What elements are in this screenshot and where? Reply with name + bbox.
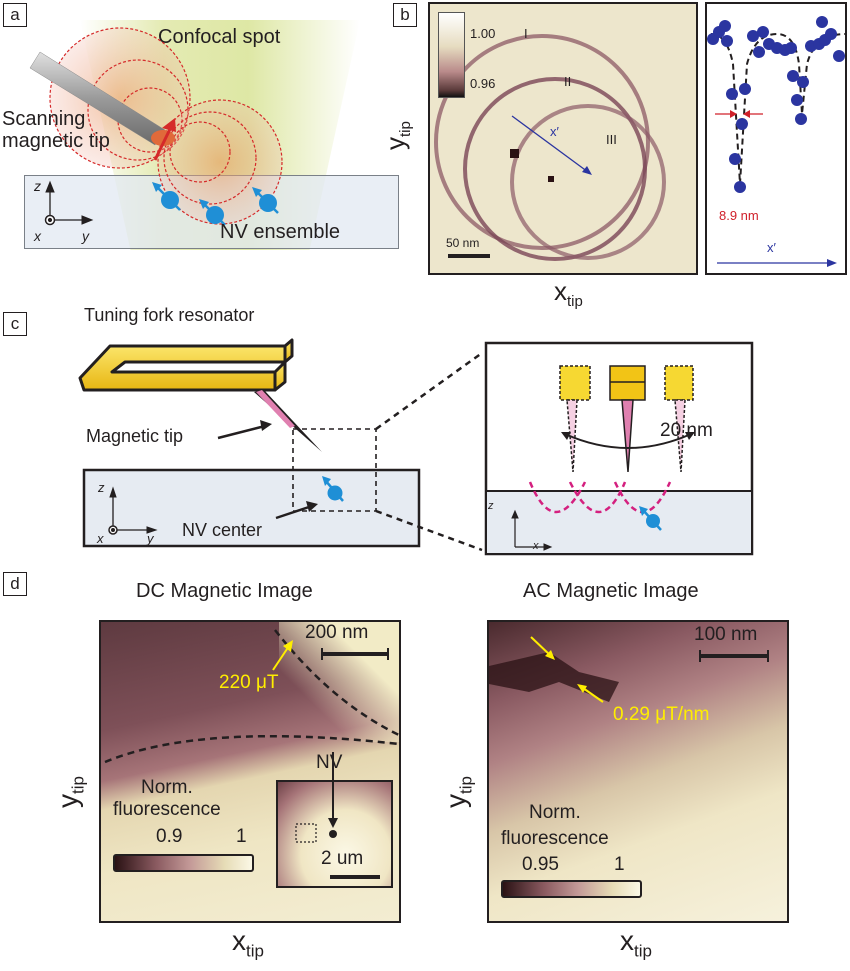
colorbar-b — [438, 12, 465, 98]
diamond-substrate-c — [82, 468, 421, 548]
panel-label-c: c — [3, 312, 27, 336]
scanning-tip-label: Scanning magnetic tip — [2, 108, 110, 152]
field-lines-a — [29, 27, 283, 226]
dc-inset-image: 2 um — [276, 752, 393, 888]
ac-gradient-label: 0.29 μT/nm — [613, 704, 710, 725]
ac-ylabel: ytip — [440, 776, 476, 808]
ring-label-i: I — [524, 26, 528, 41]
ac-cbar-max: 1 — [614, 854, 625, 875]
width-label: 8.9 nm — [719, 208, 759, 223]
dc-cbar-min: 0.9 — [156, 826, 183, 847]
panel-label-b: b — [393, 3, 417, 27]
panel-label-a: a — [3, 3, 27, 27]
dc-title: DC Magnetic Image — [136, 580, 313, 602]
ring-traces — [434, 34, 666, 261]
axis-x-zoom: x — [533, 540, 539, 552]
dc-scalebar-label: 200 nm — [305, 622, 369, 643]
dc-cbar-max: 1 — [236, 826, 247, 847]
colorbar-min-b: 0.96 — [470, 76, 496, 91]
ac-annotations — [489, 636, 769, 703]
ac-magnetic-image: 100 nm 0.29 μT/nm Norm. fluorescence 0.9… — [487, 620, 789, 923]
axis-x-c: x — [97, 531, 104, 546]
tuning-fork-icon — [78, 338, 294, 392]
axis-x-a: x — [34, 228, 41, 244]
profile-plot: 8.9 nm x′ — [705, 2, 847, 275]
arrow-label-b: x′ — [550, 124, 559, 139]
fork-prong-positions — [559, 365, 694, 473]
ring-label-ii: II — [564, 74, 572, 89]
ac-cbar-title: Norm. fluorescence — [501, 802, 609, 849]
ring-image: 1.00 0.96 I II III x′ 50 nm — [428, 2, 698, 275]
scalebar-label-b: 50 nm — [446, 236, 480, 250]
zoom-region-box — [292, 428, 377, 512]
ring-label-iii: III — [606, 132, 617, 147]
spin-icons — [152, 182, 279, 226]
zoom-inset-illustration — [484, 341, 754, 556]
profile-curve — [707, 16, 846, 267]
dc-ylabel: ytip — [52, 776, 88, 808]
nv-center-label: NV center — [182, 520, 263, 540]
axes-icon-c — [108, 486, 158, 535]
axes-icon-a — [44, 180, 94, 226]
axis-y-c: y — [147, 531, 154, 546]
dc-colorbar — [113, 854, 254, 872]
colorbar-max-b: 1.00 — [470, 26, 496, 41]
nv-spin-icon — [322, 476, 344, 502]
scalebar-b — [448, 254, 490, 258]
profile-axis-label: x′ — [767, 240, 776, 255]
fork-label: Tuning fork resonator — [84, 305, 255, 325]
tuning-fork-illustration — [78, 338, 483, 552]
inset-annotations — [295, 752, 380, 879]
ac-cbar-min: 0.95 — [522, 854, 559, 875]
ylabel-b: ytip — [380, 121, 415, 150]
dc-bright-corner — [279, 622, 399, 742]
dc-xlabel: xtip — [232, 925, 264, 961]
inset-scalebar-label: 2 um — [321, 848, 364, 869]
confocal-spot-label: Confocal spot — [158, 26, 281, 48]
xlabel-b: xtip — [554, 276, 583, 311]
dc-cbar-title: Norm. fluorescence — [113, 777, 221, 820]
axis-z-c: z — [98, 480, 105, 495]
inset-nv-label: NV — [316, 752, 343, 773]
ac-xlabel: xtip — [620, 925, 652, 961]
ac-title: AC Magnetic Image — [523, 580, 699, 602]
ac-colorbar — [501, 880, 642, 898]
axis-y-a: y — [82, 228, 89, 244]
axis-z-zoom: z — [488, 500, 494, 512]
nv-ensemble-label: NV ensemble — [220, 221, 341, 243]
dc-domain-boundaries — [104, 629, 400, 764]
magnetic-tip-label: Magnetic tip — [86, 426, 184, 446]
axis-z-a: z — [34, 178, 41, 194]
amplitude-label: 20 nm — [660, 420, 713, 441]
ac-scalebar-label: 100 nm — [694, 624, 758, 645]
dc-field-label: 220 μT — [219, 672, 279, 693]
dc-magnetic-image: 200 nm 220 μT Norm. fluorescence 0.9 1 N… — [99, 620, 401, 923]
panel-label-d: d — [3, 572, 27, 596]
